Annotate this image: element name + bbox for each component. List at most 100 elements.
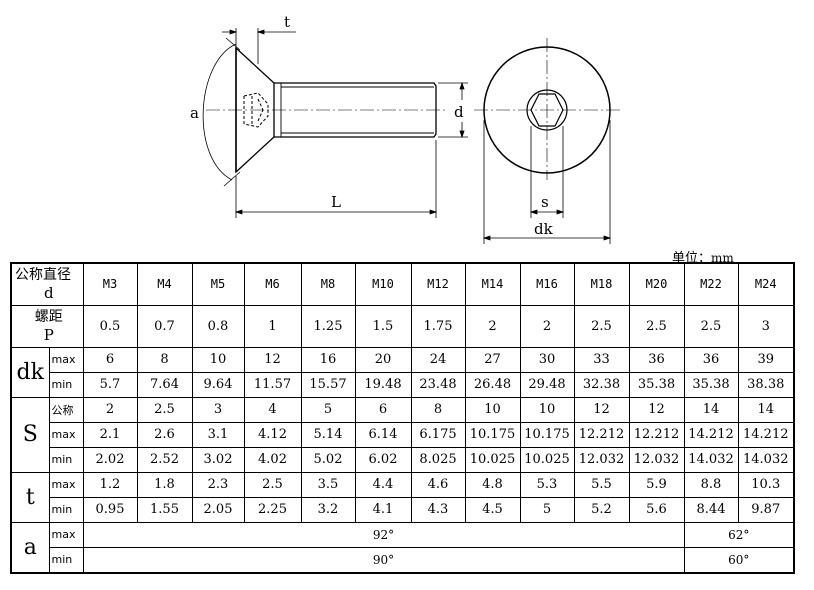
d-dimension [438,81,468,139]
a-dim-label: a [190,104,199,122]
s-nominal-cell: 6 [354,396,412,423]
s-max-cell: 2.6 [136,421,193,448]
dk-max-cell: 30 [519,346,575,373]
d-dim-label: d [454,103,464,121]
t-max-cell: 8.8 [683,471,739,498]
dk-max-cell: 33 [573,346,630,373]
s-nominal-cell: 12 [628,396,685,423]
pitch-cell: 2.5 [573,304,630,348]
s-group-label: S [10,396,50,473]
dk-dim-label: dk [534,220,554,238]
s-nominal-cell: 10 [519,396,575,423]
s-max-cell: 14.212 [737,421,795,448]
pitch-symbol: P [43,326,54,344]
nominal-diameter-symbol: d [43,284,54,303]
t-min-cell: 5.6 [628,496,685,523]
t-min-cell: 4.3 [410,496,466,523]
a-angle-dimension [202,37,241,187]
s-nominal-cell: 10 [464,396,521,423]
size-cell: M10 [354,262,412,306]
dk-min-cell: 35.38 [628,371,685,398]
size-cell: M16 [519,262,575,306]
s-nominal-cell: 12 [573,396,630,423]
t-min-cell: 4.1 [354,496,412,523]
t-min-cell: 8.44 [683,496,739,523]
size-cell: M4 [136,262,193,306]
s-min-cell: 5.02 [300,446,356,473]
t-min-cell: 2.05 [191,496,245,523]
s-nominal-cell: 8 [410,396,466,423]
s-nominal-cell: 3 [191,396,245,423]
dk-min-cell: 35.38 [683,371,739,398]
s-max-cell: 12.212 [573,421,630,448]
a-min-m22-m24-cell: 60° [683,546,795,573]
t-max-cell: 2.3 [191,471,245,498]
t-max-cell: 1.8 [136,471,193,498]
s-max-cell: 12.212 [628,421,685,448]
L-dim-label: L [331,193,341,211]
size-cell: M24 [737,262,795,306]
t-min-cell: 3.2 [300,496,356,523]
s-min-cell: 14.032 [683,446,739,473]
s-min-cell: 12.032 [628,446,685,473]
dk-max-cell: 20 [354,346,412,373]
s-min-cell: 10.025 [464,446,521,473]
s-min-cell: 4.02 [243,446,302,473]
unit-value: mm [711,251,734,265]
s-max-cell: 10.175 [519,421,575,448]
s-max-cell: 5.14 [300,421,356,448]
screw-technical-drawing: t a d L s [190,13,620,244]
size-cell: M3 [82,262,138,306]
pitch-cell: 2.5 [683,304,739,348]
size-cell: M8 [300,262,356,306]
s-min-cell: 2.52 [136,446,193,473]
s-nominal-cell: 14 [683,396,739,423]
s-nominal-cell: 14 [737,396,795,423]
dk-min-cell: 9.64 [191,371,245,398]
dk-max-cell: 10 [191,346,245,373]
s-nominal-label: 公称 [48,396,84,423]
size-cell: M5 [191,262,245,306]
s-min-cell: 3.02 [191,446,245,473]
s-min-cell: 2.02 [82,446,138,473]
dk-max-cell: 8 [136,346,193,373]
dk-max-cell: 36 [628,346,685,373]
t-min-cell: 5 [519,496,575,523]
pitch-cell: 1.5 [354,304,412,348]
s-min-cell: 14.032 [737,446,795,473]
t-group-label: t [10,471,50,523]
s-nominal-cell: 2 [82,396,138,423]
dk-min-cell: 32.38 [573,371,630,398]
pitch-cell: 0.7 [136,304,193,348]
pitch-cell: 1.75 [410,304,466,348]
dk-max-label: max [48,346,84,373]
s-max-cell: 10.175 [464,421,521,448]
a-min-label: min [48,546,84,573]
size-cell: M14 [464,262,521,306]
t-max-cell: 3.5 [300,471,356,498]
dk-max-cell: 12 [243,346,302,373]
pitch-cell: 3 [737,304,795,348]
t-max-cell: 4.6 [410,471,466,498]
s-nominal-cell: 5 [300,396,356,423]
dk-min-cell: 23.48 [410,371,466,398]
t-max-cell: 5.5 [573,471,630,498]
dk-min-cell: 11.57 [243,371,302,398]
dk-max-cell: 6 [82,346,138,373]
t-max-cell: 4.8 [464,471,521,498]
s-max-cell: 14.212 [683,421,739,448]
dk-group-label: dk [10,346,50,398]
s-max-cell: 3.1 [191,421,245,448]
dk-min-cell: 15.57 [300,371,356,398]
t-min-cell: 9.87 [737,496,795,523]
dk-max-cell: 27 [464,346,521,373]
pitch-cell: 2 [464,304,521,348]
s-max-cell: 6.14 [354,421,412,448]
size-cell: M18 [573,262,630,306]
s-min-cell: 12.032 [573,446,630,473]
t-max-cell: 5.9 [628,471,685,498]
t-max-cell: 2.5 [243,471,302,498]
pitch-cn: 螺距 [34,309,63,325]
size-cell: M20 [628,262,685,306]
